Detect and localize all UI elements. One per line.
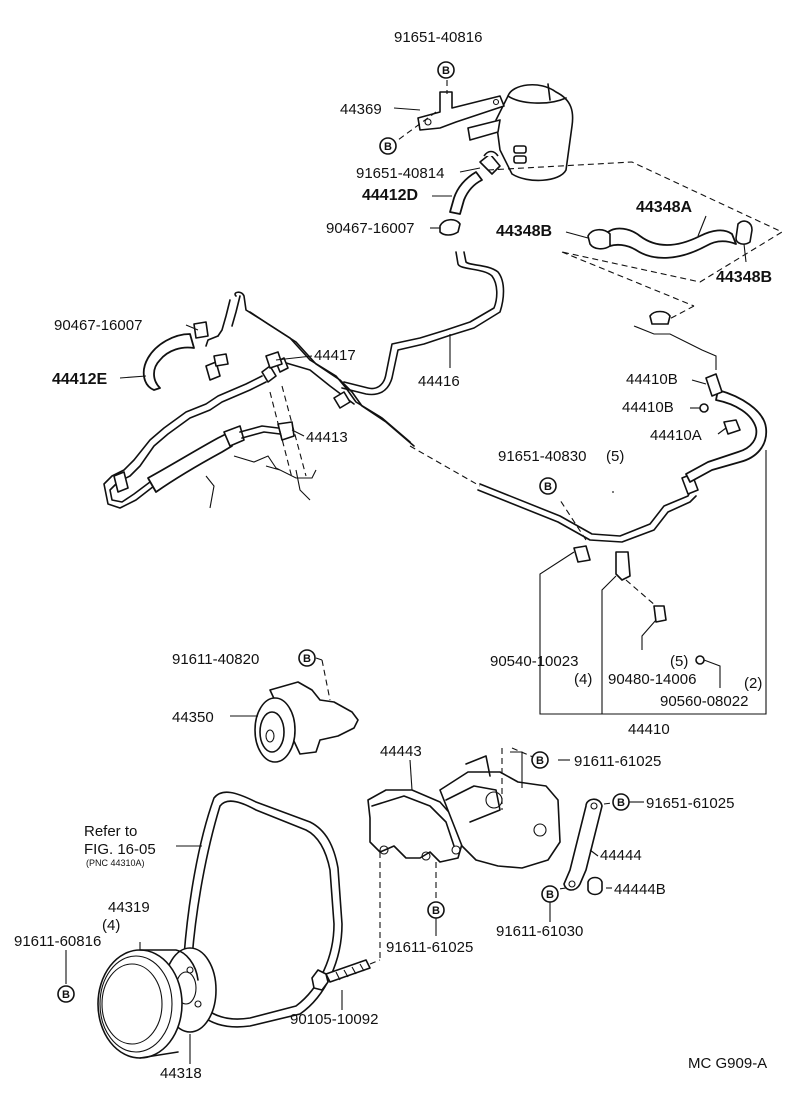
label-90105-10092: 90105-10092: [290, 1011, 378, 1028]
label-44416: 44416: [418, 373, 460, 390]
hose-44412E: [142, 321, 229, 391]
svg-text:B: B: [544, 481, 552, 493]
bolt-marker-6: B: [612, 793, 630, 811]
label-44410A: 44410A: [650, 427, 702, 444]
label-44444B: 44444B: [614, 881, 666, 898]
label-90560-08022: 90560-08022: [660, 693, 748, 710]
bolt-marker-5: B: [531, 751, 549, 769]
label-90467-16007-lower: 90467-16007: [54, 317, 142, 334]
svg-text:B: B: [384, 141, 392, 153]
label-91651-61025: 91651-61025: [646, 795, 734, 812]
bolt-marker-1: B: [437, 61, 455, 79]
label-44348B-left: 44348B: [496, 223, 552, 240]
label-91651-40814: 91651-40814: [356, 165, 444, 182]
label-90560-right-qty: (2): [744, 675, 762, 692]
label-44410B-lower: 44410B: [622, 399, 674, 416]
label-44369: 44369: [340, 101, 382, 118]
label-91651-40830: 91651-40830: [498, 448, 586, 465]
svg-text:B: B: [617, 797, 625, 809]
label-44348A: 44348A: [636, 199, 692, 216]
label-90467-16007-upper: 90467-16007: [326, 220, 414, 237]
label-fig-16-05: FIG. 16-05: [84, 841, 156, 858]
label-44413: 44413: [306, 429, 348, 446]
leader-lines: [65, 107, 747, 1064]
label-91651-40830-qty: (5): [606, 448, 624, 465]
part-labels: 91651-40816 44369 91651-40814 44412D 904…: [14, 29, 772, 1082]
svg-text:B: B: [442, 65, 450, 77]
label-44410B-upper: 44410B: [626, 371, 678, 388]
svg-text:B: B: [536, 755, 544, 767]
label-refer-to: Refer to: [84, 823, 137, 840]
return-hose-right: [633, 305, 768, 483]
svg-text:B: B: [303, 653, 311, 665]
label-44444: 44444: [600, 847, 642, 864]
label-44412E: 44412E: [52, 371, 107, 388]
label-44417: 44417: [314, 347, 356, 364]
label-44319-qty: (4): [102, 917, 120, 934]
svg-text:B: B: [546, 889, 554, 901]
label-44350: 44350: [172, 709, 214, 726]
bolt-marker-9: B: [57, 985, 75, 1003]
bolt-marker-7: B: [541, 885, 559, 903]
idler-pulley-44350: [254, 657, 359, 763]
bolt-marker-3: B: [539, 477, 557, 495]
label-44443: 44443: [380, 743, 422, 760]
bolt-marker-2: B: [379, 137, 397, 155]
label-91651-40816: 91651-40816: [394, 29, 482, 46]
diagram-code: MC G909-A: [688, 1055, 767, 1072]
bolt-marker-8: B: [427, 901, 445, 919]
label-90480-14006: 90480-14006: [608, 671, 696, 688]
label-91611-40820: 91611-40820: [172, 651, 259, 668]
tube-clamp-parts: [539, 450, 767, 715]
bolt-marker-4: B: [298, 649, 316, 667]
svg-text:B: B: [432, 905, 440, 917]
label-90540-10023-qty: (4): [574, 671, 592, 688]
label-91611-61030: 91611-61030: [496, 923, 583, 940]
label-90540-10023: 90540-10023: [490, 653, 578, 670]
pressure-tubes: [103, 251, 699, 543]
svg-text:B: B: [62, 989, 70, 1001]
label-91611-60816: 91611-60816: [14, 933, 101, 950]
label-44410: 44410: [628, 721, 670, 738]
label-44348B-right: 44348B: [716, 269, 772, 286]
label-91611-61025-upper: 91611-61025: [574, 753, 661, 770]
label-44412D: 44412D: [362, 187, 418, 204]
label-44319: 44319: [108, 899, 150, 916]
label-44318: 44318: [160, 1065, 202, 1082]
pump-bracket-44443: [367, 747, 561, 960]
drive-belt: [183, 791, 343, 1028]
hose-44348A: [587, 220, 753, 259]
pivot-bolt: [311, 959, 381, 991]
reservoir-assembly: [397, 80, 784, 307]
label-pnc-44310A: (PNC 44310A): [86, 858, 145, 868]
crankshaft-pulley: [97, 947, 217, 1059]
label-91611-61025-lower: 91611-61025: [386, 939, 473, 956]
label-90560-qty: (5): [670, 653, 688, 670]
